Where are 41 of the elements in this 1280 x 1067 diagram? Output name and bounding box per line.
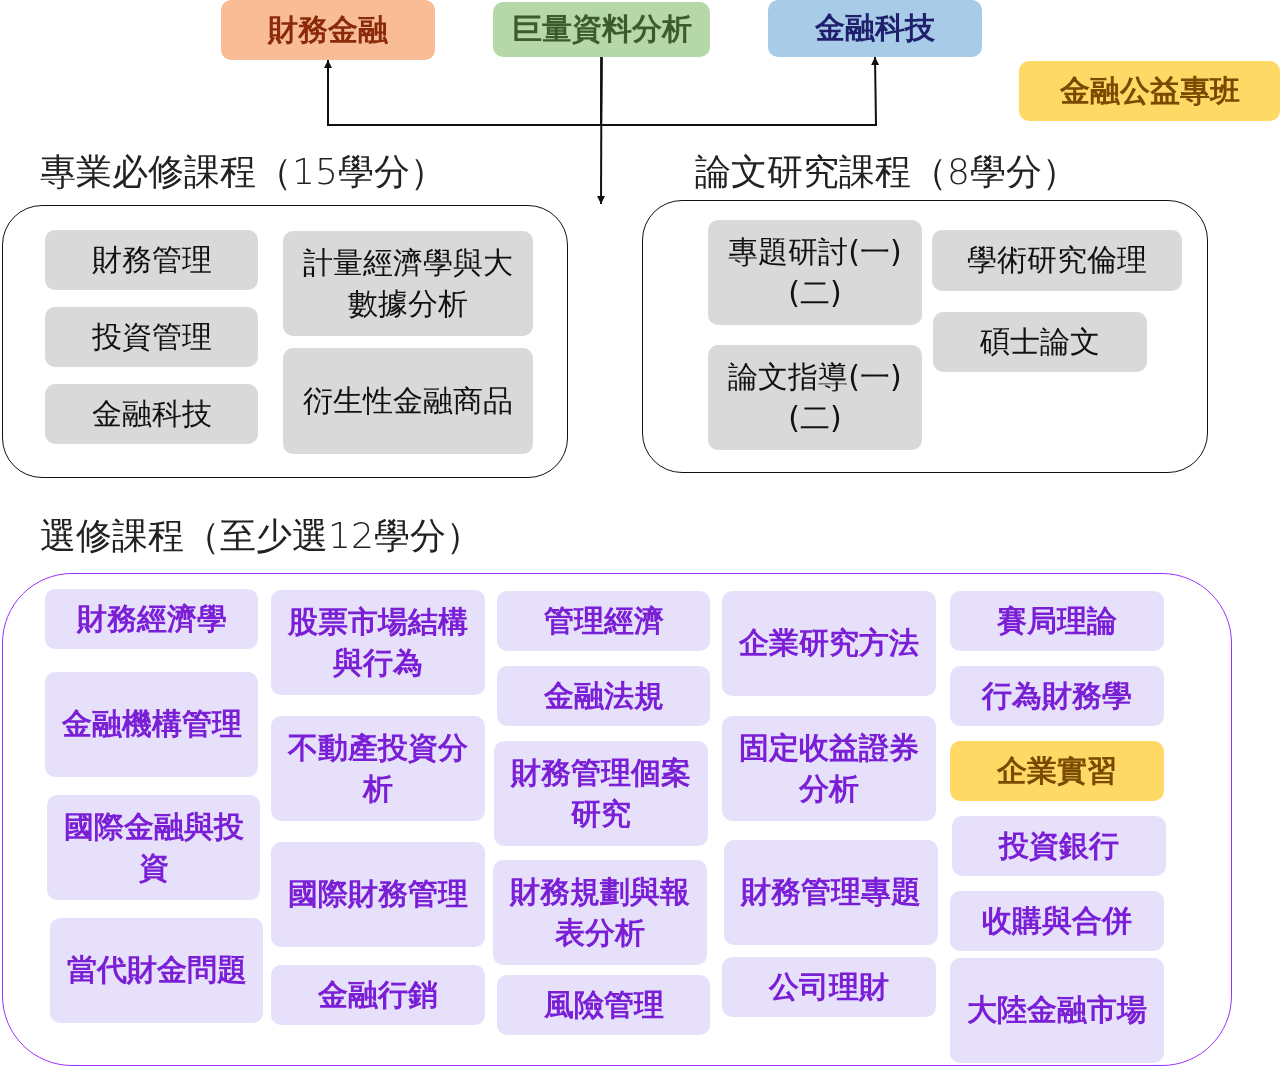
course-box: 國際金融與投資: [47, 795, 260, 900]
course-box: 財務金融: [221, 0, 435, 60]
course-box: 投資管理: [45, 307, 258, 367]
course-box: 金融法規: [497, 666, 710, 726]
arrow: [597, 56, 606, 205]
course-box: 金融行銷: [271, 965, 485, 1025]
course-box: 財務管理個案研究: [494, 741, 708, 846]
course-box: 大陸金融市場: [950, 958, 1164, 1063]
course-box: 投資銀行: [952, 816, 1166, 876]
course-box: 財務規劃與報表分析: [493, 860, 707, 965]
course-box: 風險管理: [497, 975, 710, 1035]
course-box: 金融科技: [45, 384, 258, 444]
course-box: 當代財金問題: [50, 918, 263, 1023]
course-box: 管理經濟: [497, 591, 710, 651]
course-box: 金融科技: [768, 0, 982, 57]
course-box: 學術研究倫理: [932, 230, 1182, 291]
course-box: 財務管理: [45, 230, 258, 290]
course-box: 國際財務管理: [271, 842, 485, 947]
course-box: 計量經濟學與大數據分析: [283, 231, 533, 336]
section-heading: 論文研究課程（8學分）: [695, 150, 1078, 194]
course-box: 行為財務學: [950, 666, 1164, 726]
course-box: 賽局理論: [950, 591, 1164, 651]
course-box: 專題研討(一)(二): [708, 220, 922, 325]
course-box: 股票市場結構與行為: [271, 590, 485, 695]
course-box: 公司理財: [722, 957, 936, 1017]
course-box: 收購與合併: [950, 891, 1164, 951]
section-heading: 專業必修課程（15學分）: [40, 150, 446, 194]
course-box: 不動產投資分析: [271, 716, 485, 821]
course-box: 衍生性金融商品: [283, 348, 533, 454]
course-box: 金融機構管理: [45, 672, 258, 777]
course-box: 固定收益證券分析: [722, 716, 936, 821]
course-box: 財務管理專題: [724, 840, 938, 945]
arrow: [600, 56, 880, 126]
course-box: 金融公益專班: [1019, 61, 1280, 121]
course-box: 巨量資料分析: [493, 2, 710, 57]
section-heading: 選修課程（至少選12學分）: [40, 514, 482, 558]
course-box: 碩士論文: [933, 312, 1147, 372]
course-box: 企業實習: [950, 741, 1164, 801]
course-box: 企業研究方法: [722, 591, 936, 696]
course-box: 論文指導(一)(二): [708, 345, 922, 450]
course-box: 財務經濟學: [45, 589, 258, 649]
